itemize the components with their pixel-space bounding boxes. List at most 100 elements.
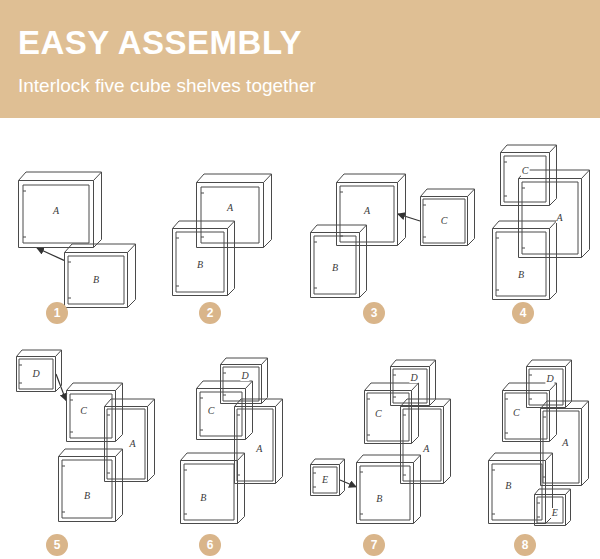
frame-edge (360, 225, 367, 233)
frame-edge (235, 399, 283, 484)
frame-edge (65, 253, 128, 308)
step-number: 8 (514, 534, 536, 556)
frame-edge (116, 383, 123, 391)
frame-edge (62, 466, 65, 467)
frame-edge (59, 449, 123, 522)
shelf-letter: C (512, 408, 521, 418)
frame-edge (19, 172, 102, 248)
shelf-letter: B (199, 493, 207, 503)
frame-edge (17, 357, 56, 392)
frame-edge (107, 409, 145, 479)
step-number: 3 (363, 302, 385, 324)
frame-edge (313, 487, 316, 488)
frame-edge (17, 350, 62, 392)
frame-edge (421, 197, 468, 246)
cube-shelf: B (180, 460, 238, 524)
shelf-letter: A (561, 438, 569, 448)
frame-edge (200, 398, 203, 399)
frame-edge (550, 383, 557, 391)
step-number: 6 (199, 534, 221, 556)
motion-arrow (37, 248, 64, 260)
frame-edge (414, 455, 421, 463)
cube-shelf: E (534, 494, 566, 526)
frame-edge (444, 399, 451, 407)
frame-edge (468, 189, 475, 197)
cube-shelf: B (64, 252, 128, 308)
cube-shelf: A (104, 406, 148, 482)
cube-frame (390, 366, 430, 406)
frame-edge (503, 391, 550, 442)
cube-frame (196, 388, 246, 440)
frame-edge (340, 459, 345, 465)
frame-edge (128, 244, 136, 253)
frame-edge (522, 248, 525, 249)
step-number: 2 (199, 302, 221, 324)
frame-edge (184, 464, 234, 520)
frame-edge (176, 286, 179, 287)
step-number-text: 6 (207, 539, 214, 551)
frame-edge (496, 290, 499, 291)
frame-edge (237, 415, 240, 416)
cube-shelf: D (16, 356, 56, 392)
frame-edge (340, 192, 343, 193)
header-band (0, 0, 600, 118)
frame-edge (221, 365, 262, 404)
shelf-letter: B (504, 481, 512, 491)
frame-edge (403, 475, 406, 476)
cube-shelf: B (492, 228, 550, 300)
frame-edge (62, 512, 65, 513)
frame-edge (181, 453, 245, 524)
frame-edge (357, 463, 414, 524)
frame-edge (550, 221, 557, 229)
frame-edge (176, 232, 224, 292)
cube-shelf: D (390, 366, 430, 406)
frame-edge (223, 395, 226, 396)
shelf-letter: D (241, 371, 250, 381)
frame-edge (107, 415, 110, 416)
frame-edge (496, 238, 499, 239)
frame-edge (67, 383, 123, 442)
cube-shelf: A (234, 406, 276, 484)
frame-edge (200, 392, 242, 436)
frame-edge (314, 242, 317, 243)
motion-arrow (398, 214, 420, 221)
frame-edge (412, 383, 419, 391)
frame-edge (70, 400, 73, 401)
step-number-text: 1 (54, 307, 61, 319)
frame-edge (200, 430, 203, 431)
frame-edge (423, 199, 465, 243)
frame-edge (238, 453, 245, 461)
frame-edge (398, 174, 406, 183)
frame-edge (393, 369, 427, 403)
frame-edge (391, 367, 430, 406)
frame-edge (505, 433, 508, 434)
frame-edge (94, 172, 102, 181)
frame-edge (535, 495, 566, 526)
frame-edge (504, 162, 507, 163)
frame-edge (492, 470, 495, 471)
shelf-letter: C (521, 166, 530, 176)
frame-edge (582, 401, 589, 409)
step-number-text: 2 (207, 307, 214, 319)
cube-frame (364, 390, 412, 444)
shelf-letter: A (556, 213, 564, 223)
frame-edge (262, 358, 268, 365)
frame-edge (70, 432, 73, 433)
subtitle: Interlock five cube shelves together (18, 75, 316, 97)
frame-edge (105, 407, 148, 482)
cube-shelf: A (196, 182, 264, 248)
frame-edge (401, 407, 444, 484)
cube-shelf: C (364, 390, 412, 444)
frame-edge (365, 383, 419, 444)
frame-edge (313, 467, 337, 493)
frame-edge (529, 399, 532, 400)
frame-edge (337, 174, 406, 246)
frame-edge (184, 514, 187, 515)
frame-edge (566, 489, 571, 495)
frame-edge (501, 145, 557, 206)
frame-edge (529, 369, 563, 405)
frame-edge (541, 401, 589, 486)
frame-edge (56, 350, 62, 357)
frame-edge (65, 244, 136, 308)
frame-edge (367, 399, 370, 400)
